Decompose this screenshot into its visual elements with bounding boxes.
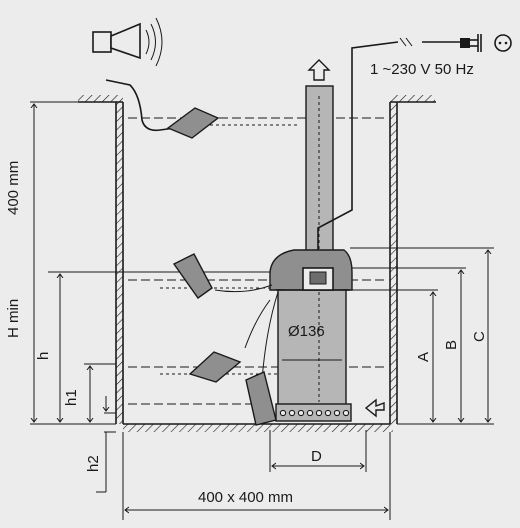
discharge-pipe <box>305 85 334 253</box>
dimension-lines-bottom <box>122 430 391 520</box>
h-label: h <box>35 352 52 360</box>
inlet-arrow-icon <box>364 398 385 418</box>
float-switch-middle <box>188 351 242 383</box>
alarm-horn-icon <box>92 17 163 67</box>
dimension-b-label: B <box>443 340 460 350</box>
cables <box>105 37 460 381</box>
dimension-c-label: C <box>471 331 488 342</box>
pit-height-label: 400 mm <box>5 161 22 215</box>
pump-diameter-label: Ø136 <box>288 323 325 340</box>
float-switch-upper <box>172 253 213 299</box>
dimension-lines-right <box>342 247 494 425</box>
h1-label: h1 <box>63 389 80 406</box>
dimension-d-label: D <box>311 448 322 465</box>
dimension-a-label: A <box>415 352 432 362</box>
mains-plug-icon <box>460 34 512 52</box>
pit-walls <box>78 95 436 432</box>
float-switch-lower <box>245 371 277 426</box>
h2-label: h2 <box>85 455 102 472</box>
outlet-arrow-icon <box>307 59 331 81</box>
power-supply-label: 1 ~230 V 50 Hz <box>370 61 474 78</box>
dimension-lines-left <box>30 101 275 493</box>
float-switch-alarm <box>166 107 220 139</box>
pit-size-label: 400 x 400 mm <box>198 489 293 506</box>
pump-body <box>269 249 353 422</box>
h-min-label: H min <box>5 299 22 338</box>
